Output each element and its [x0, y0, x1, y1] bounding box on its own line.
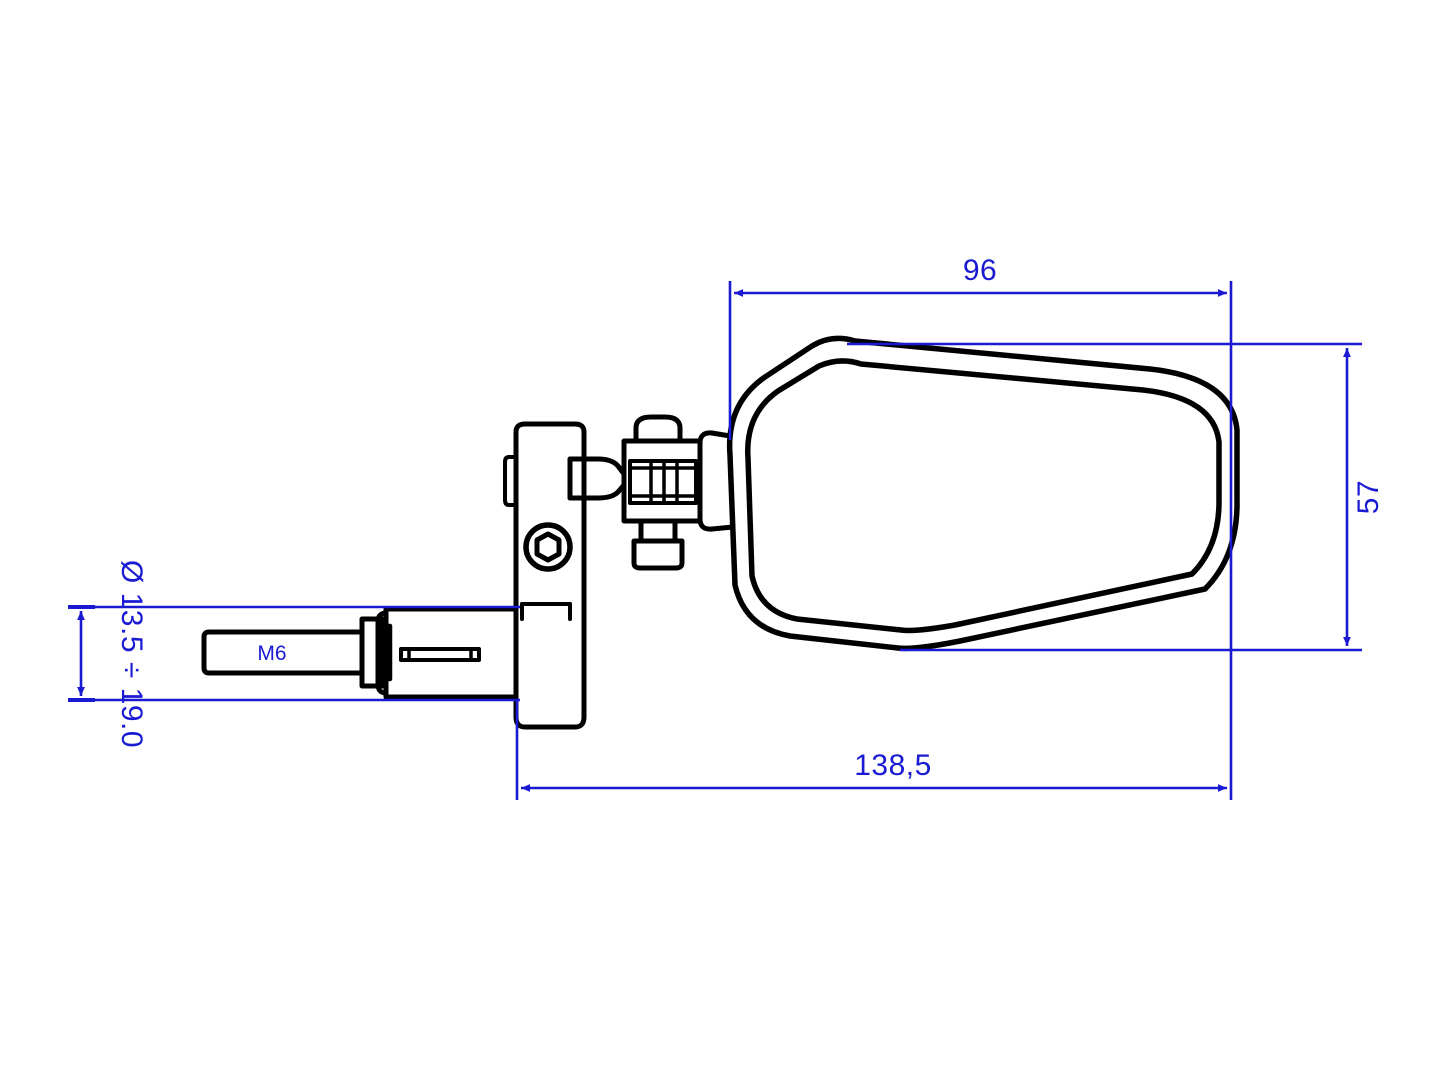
- dimension-lines: [68, 281, 1362, 800]
- part-labels: M6: [257, 642, 286, 665]
- dim-label-138-5: 138,5: [854, 749, 932, 782]
- m6-bolt-washer: [380, 623, 393, 682]
- mount-arm-lower: [567, 482, 627, 501]
- pivot-clamp-cap: [633, 414, 683, 444]
- mirror-housing-outer: [726, 335, 1240, 652]
- bar-end-expander-body: [383, 606, 519, 700]
- pivot-clamp-inner-frame: [628, 459, 698, 505]
- vertical-post: [513, 421, 587, 730]
- mount-arm-upper: [567, 456, 627, 477]
- expander-slot: [399, 647, 481, 662]
- hex-socket-screw-hex: [534, 531, 562, 563]
- label-m6-thread: M6: [257, 642, 286, 665]
- pivot-clamp-body: [621, 438, 703, 524]
- dim-label-bore-diameter: Ø 13.5 ÷ 19.0: [115, 560, 148, 748]
- part-geometry: [201, 335, 1240, 730]
- pivot-bolt-head: [631, 538, 685, 571]
- vertical-post-side-notch: [503, 455, 518, 507]
- m6-bolt-shaft: [201, 629, 365, 676]
- hex-socket-screw-outer: [523, 522, 573, 572]
- dim-label-57: 57: [1352, 480, 1385, 514]
- m6-bolt-head: [359, 616, 386, 689]
- bar-end-expander-collar: [375, 610, 389, 696]
- dim-label-96: 96: [963, 254, 997, 287]
- dimension-labels: 96 57 138,5 Ø 13.5 ÷ 19.0: [115, 254, 1385, 782]
- mirror-housing-inner: [745, 358, 1222, 634]
